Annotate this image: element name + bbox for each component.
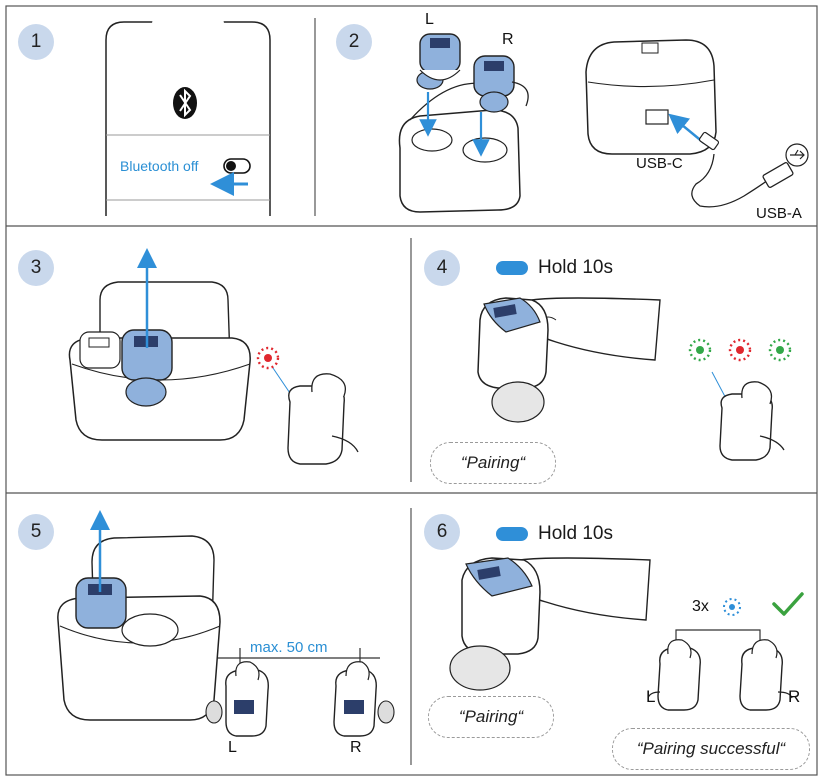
step-1-number: 1 (18, 24, 54, 60)
step-2-number: 2 (336, 24, 372, 60)
earbud-right-step6 (739, 639, 793, 711)
speech-bubble-pairing-step6: “Pairing“ (428, 696, 554, 738)
bluetooth-toggle (223, 158, 251, 174)
case-step5 (57, 535, 221, 721)
step-5-number: 5 (18, 514, 54, 550)
pairing-success-prompt: “Pairing successful“ (636, 739, 786, 758)
earbud-lifted (121, 329, 173, 407)
hold-instruction-step4: Hold 10s (538, 257, 613, 278)
earbud-right-step5 (333, 661, 395, 737)
button-press-indicator-step6 (496, 527, 528, 541)
bluetooth-icon (173, 87, 197, 119)
checkmark-icon (772, 592, 804, 616)
step-6-number: 6 (424, 514, 460, 550)
earbud-left (416, 33, 461, 90)
bluetooth-status-text: Bluetooth off (120, 158, 199, 174)
step-4-number: 4 (424, 250, 460, 286)
insert-arrows (419, 92, 490, 157)
earbud-press-step6 (449, 557, 541, 691)
panel-frame (5, 5, 818, 776)
pairing-voice-prompt-step6: “Pairing“ (458, 707, 524, 726)
earbud-left-step5 (205, 661, 269, 737)
speech-bubble-success: “Pairing successful“ (612, 728, 810, 770)
label-right-step2: R (502, 31, 514, 48)
label-left-step2: L (425, 11, 434, 28)
led-sequence-step4 (688, 338, 792, 407)
label-right-step5: R (350, 739, 362, 756)
earbud-side-step4 (719, 381, 785, 461)
earbud-left-step6 (647, 639, 701, 711)
blink-count-label: 3x (692, 598, 709, 615)
speech-bubble-pairing-step4: “Pairing“ (430, 442, 556, 484)
earbud-side-step3 (287, 373, 359, 465)
button-press-indicator (496, 261, 528, 275)
pairing-voice-prompt: “Pairing“ (460, 453, 526, 472)
earbud-press-step4 (477, 297, 549, 423)
usb-cable (668, 113, 794, 208)
hold-instruction-step6: Hold 10s (538, 523, 613, 544)
earbud-right (473, 55, 529, 113)
usb-icon (785, 143, 809, 167)
usb-a-label: USB-A (756, 205, 802, 222)
label-right-step6: R (788, 687, 801, 706)
label-left-step6: L (646, 687, 656, 706)
step-3-number: 3 (18, 250, 54, 286)
usb-c-label: USB-C (636, 155, 683, 172)
max-distance-label: max. 50 cm (250, 639, 328, 656)
led-red-indicator (256, 346, 299, 406)
label-left-step5: L (228, 739, 237, 756)
